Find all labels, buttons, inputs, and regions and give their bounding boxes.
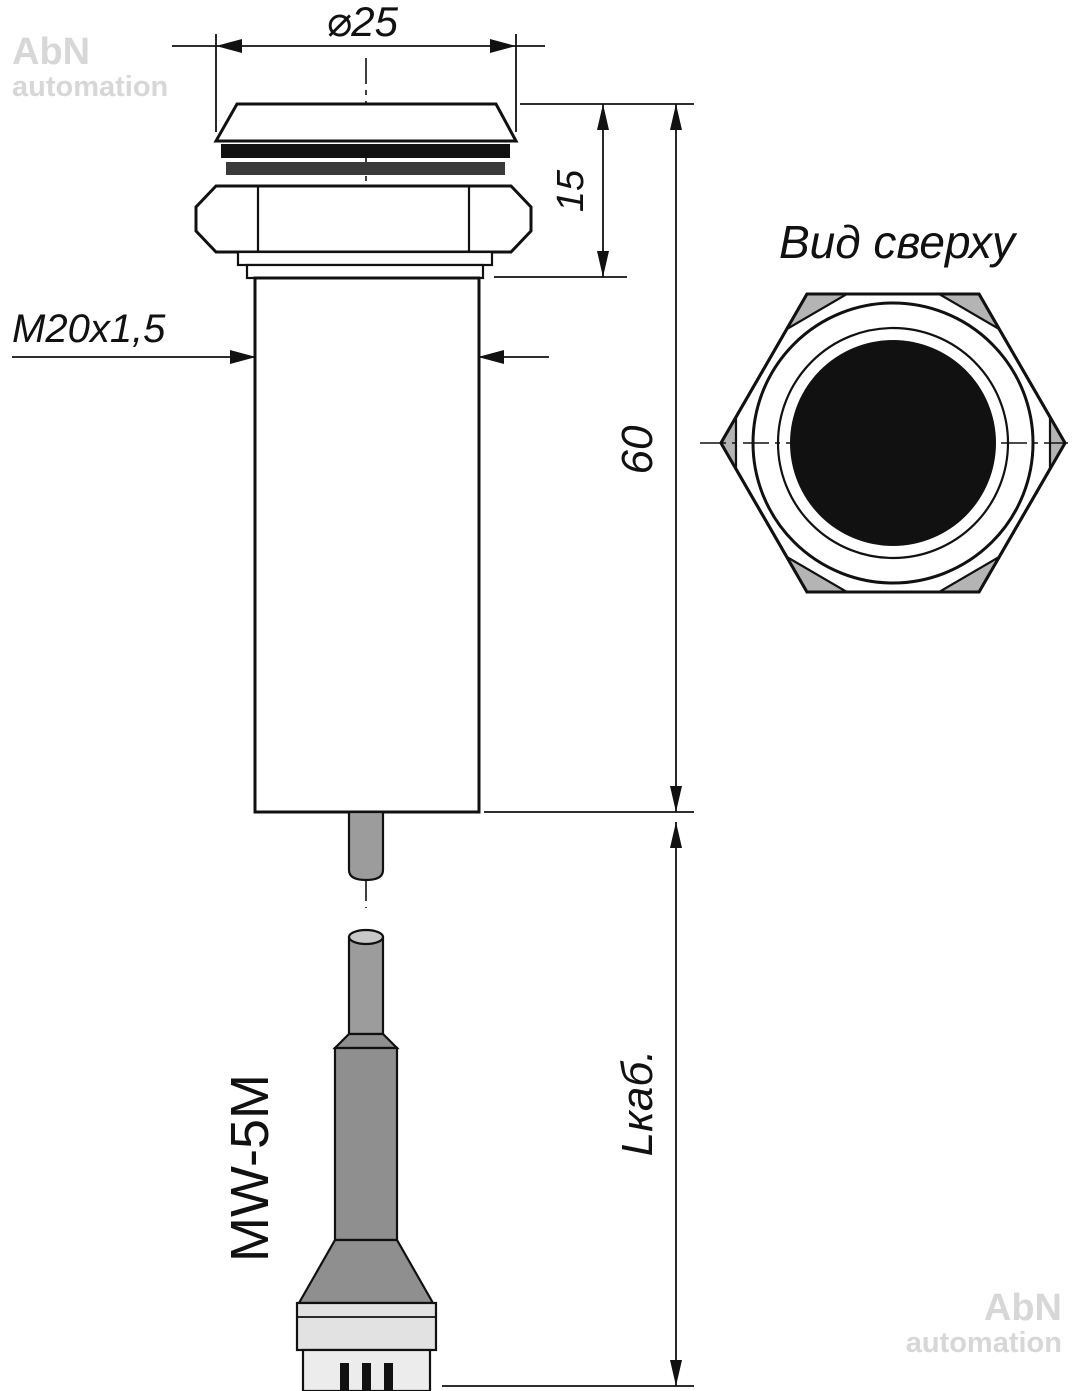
arrowhead (670, 822, 682, 848)
cable-length-value: Lкаб. (613, 1050, 662, 1157)
arrowhead (230, 350, 256, 364)
top-view: Вид сверху (700, 216, 1068, 594)
arrowhead (597, 251, 609, 277)
cable-and-connector: MW-5M (220, 810, 438, 1391)
sensor-side-view (194, 102, 533, 814)
thread-dimension: M20x1,5 (12, 307, 549, 364)
cable-break-end (347, 928, 385, 946)
connector-sleeve (333, 1046, 399, 1242)
watermark-bottom-right: AbN automation (906, 1287, 1062, 1359)
head-height-dimension: 15 (494, 103, 694, 278)
sensor-face (790, 340, 996, 546)
gasket-oring (221, 144, 510, 158)
diameter-value: ⌀25 (326, 0, 399, 45)
diameter-dimension: ⌀25 (172, 0, 545, 132)
cable-length-dimension: Lкаб. (442, 822, 694, 1387)
connector-pin (384, 1363, 393, 1391)
connector-taper-top (332, 1032, 400, 1050)
sensor-cap (213, 102, 519, 143)
watermark-brand-text: AbN (984, 1287, 1062, 1329)
connector-flare (297, 1238, 435, 1305)
thread-relief-lower (245, 263, 485, 280)
arrowhead (478, 350, 504, 364)
connector-pins (340, 1363, 393, 1391)
thread-relief-upper (236, 250, 494, 267)
connector-model-label: MW-5M (220, 1074, 280, 1262)
watermark-brand-text: AbN (12, 31, 90, 73)
cable-upper-segment (347, 810, 385, 882)
head-height-value: 15 (550, 169, 592, 212)
hex-nut (194, 184, 533, 254)
washer-band (226, 162, 505, 175)
body-length-dimension: 60 (484, 104, 694, 813)
watermark-top-left: AbN automation (12, 31, 168, 103)
arrowhead (216, 39, 242, 53)
watermark-sub-text: automation (12, 71, 168, 103)
sensor-body (253, 276, 481, 814)
top-view-title: Вид сверху (779, 216, 1018, 268)
connector-pin (340, 1363, 349, 1391)
connector-housing (295, 1301, 438, 1352)
thread-value: M20x1,5 (12, 307, 166, 351)
watermark-sub-text: automation (906, 1327, 1062, 1359)
arrowhead (670, 104, 682, 130)
arrowhead (490, 39, 516, 53)
arrowhead (670, 786, 682, 812)
body-length-value: 60 (613, 425, 662, 474)
arrowhead (597, 104, 609, 130)
connector-pin (362, 1363, 371, 1391)
cable-lower-segment (347, 935, 385, 1036)
arrowhead (670, 1360, 682, 1386)
